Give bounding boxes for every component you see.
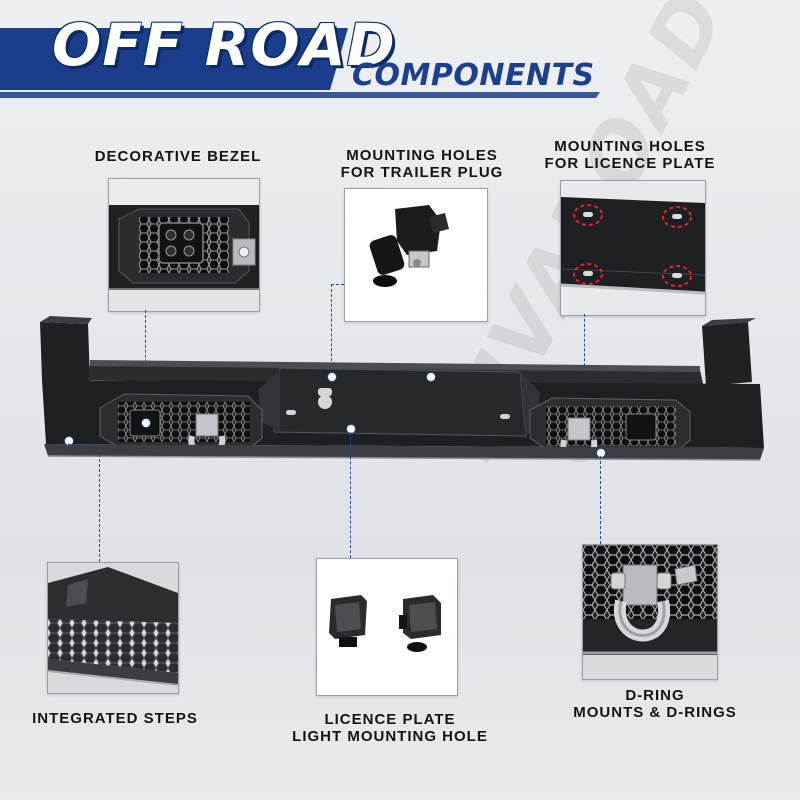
panel-integrated-steps xyxy=(47,562,179,694)
callout-dot-bezel xyxy=(141,418,151,428)
panel-dring xyxy=(582,544,718,680)
panel-light-hole xyxy=(316,558,458,696)
leader-line-trailer-plug xyxy=(331,284,332,376)
label-light-hole-line2: LIGHT MOUNTING HOLE xyxy=(292,728,488,745)
label-integrated-steps: INTEGRATED STEPS xyxy=(32,710,198,727)
panel-decorative-bezel xyxy=(108,178,260,312)
callout-dot-licence-holes xyxy=(426,372,436,382)
trailer-plug-image xyxy=(345,189,487,321)
leader-line-dring xyxy=(600,456,601,544)
label-dring-line1: D-RING xyxy=(625,687,685,704)
callout-dot-trailer-plug xyxy=(327,372,337,382)
label-light-hole-line1: LICENCE PLATE xyxy=(324,711,456,728)
label-trailer-plug-line1: MOUNTING HOLES xyxy=(346,147,498,164)
label-trailer-plug-line2: FOR TRAILER PLUG xyxy=(340,164,504,181)
leader-line-light-hole xyxy=(350,432,351,558)
callout-dot-steps xyxy=(64,436,74,446)
highlight-circle xyxy=(573,204,603,226)
callout-dot-light-hole xyxy=(346,424,356,434)
leader-line-licence-holes xyxy=(584,314,585,376)
header-banner xyxy=(0,28,600,98)
leader-line-steps xyxy=(99,444,100,562)
plate-light-image xyxy=(317,559,457,695)
licence-holes-image xyxy=(561,181,705,315)
label-decorative-bezel: DECORATIVE BEZEL xyxy=(94,148,262,165)
label-licence-holes-line1: MOUNTING HOLES xyxy=(554,138,706,155)
dring-closeup-image xyxy=(583,545,717,679)
leader-line-steps-h xyxy=(68,444,99,445)
title-off-road: OFF ROAD xyxy=(52,11,396,79)
callout-dot-dring xyxy=(596,448,606,458)
leader-line-trailer-plug-h xyxy=(331,284,344,285)
panel-trailer-plug xyxy=(344,188,488,322)
title-components: COMPONENTS xyxy=(352,58,595,93)
label-dring-line2: MOUNTS & D-RINGS xyxy=(573,704,737,721)
steps-closeup-image xyxy=(48,563,178,693)
panel-licence-holes xyxy=(560,180,706,316)
bezel-closeup-image xyxy=(109,179,259,311)
rear-bumper-image xyxy=(40,316,764,463)
label-licence-holes-line2: FOR LICENCE PLATE xyxy=(544,155,716,172)
